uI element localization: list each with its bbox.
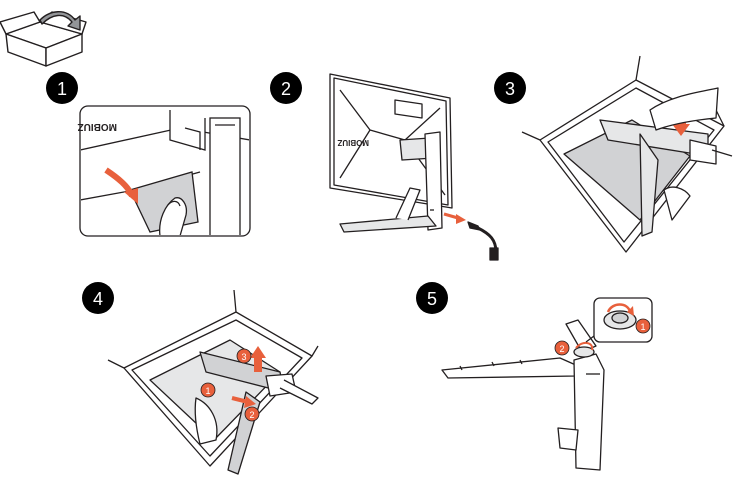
step-4-illustration: 1 2 3 — [107, 289, 319, 475]
step-3-badge: 3 — [494, 72, 526, 104]
step-1-number: 1 — [57, 79, 67, 99]
step-5-callout-1: 1 — [635, 318, 651, 334]
step-1-badge: 1 — [46, 72, 78, 104]
step-5-illustration: 1 2 — [441, 297, 653, 471]
step-5-badge: 5 — [416, 282, 448, 314]
step-4-callout-1: 1 — [200, 382, 216, 398]
open-box-arrow-icon — [0, 11, 87, 67]
step-3-number: 3 — [505, 79, 515, 99]
step-5-callout-1-text: 1 — [640, 322, 645, 332]
step-5-callout-2-text: 2 — [559, 344, 564, 354]
step-1-illustration: MOBIUZ — [78, 105, 251, 237]
step-2-logo-text: MOBIUZ — [337, 138, 369, 147]
step-2-badge: 2 — [270, 72, 302, 104]
step-2-illustration: MOBIUZ — [329, 73, 499, 261]
step-4-callout-2-text: 2 — [249, 410, 254, 420]
step-4-callout-2: 2 — [244, 406, 260, 422]
step-5-callout-2: 2 — [554, 340, 570, 356]
step-4-number: 4 — [93, 289, 103, 309]
step-4-callout-1-text: 1 — [205, 386, 210, 396]
step-4-callout-3: 3 — [236, 348, 252, 364]
step-4-badge: 4 — [82, 282, 114, 314]
step-5-number: 5 — [427, 289, 437, 309]
step-1-logo-text: MOBIUZ — [78, 121, 117, 132]
step-2-number: 2 — [281, 79, 291, 99]
step-4-callout-3-text: 3 — [241, 352, 246, 362]
step-3-illustration — [521, 55, 733, 253]
